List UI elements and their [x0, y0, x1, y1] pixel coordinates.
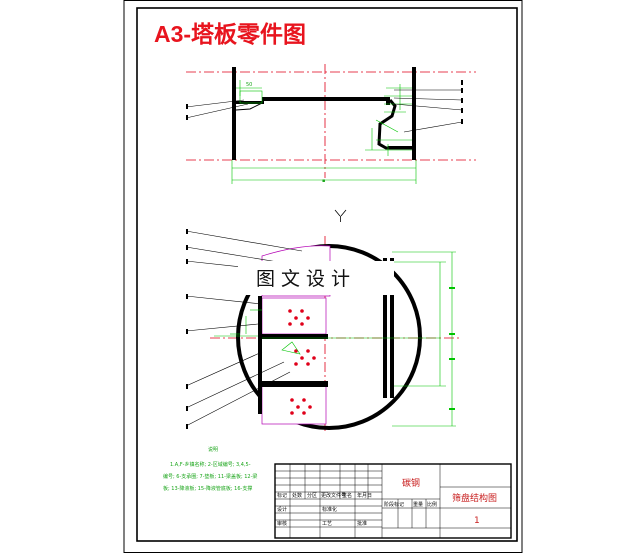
tb-label-approve: 批准 — [357, 520, 367, 527]
beam-upper — [258, 334, 328, 339]
tray-panel-1 — [261, 297, 327, 335]
tb-sheet-number: 1 — [474, 516, 480, 526]
downcomer-plate — [377, 99, 412, 150]
notes-line-3: 板; 13-降液板; 15-降液管底板; 16-支撑 — [163, 485, 252, 492]
view-label-y — [334, 209, 347, 222]
shell-wall-right — [412, 67, 416, 160]
plan-view — [185, 229, 462, 434]
tb-label-count: 处数 — [292, 492, 302, 499]
plan-dimensions — [214, 251, 456, 427]
notes-line-2: 编号; 6-支承圈; 7-垫板; 11-梁盖板; 12-梁 — [163, 473, 257, 480]
tb-label-review: 审核 — [277, 520, 287, 527]
title-block-frame — [274, 463, 512, 539]
tb-label-mark: 标记 — [277, 492, 287, 499]
tb-label-zone: 分区 — [307, 492, 317, 499]
beam-vertical-left — [258, 296, 262, 414]
section-balloons — [186, 80, 463, 124]
dim-label-a: 50 — [246, 82, 252, 88]
section-dimensions — [231, 80, 417, 184]
tb-drawing-name: 筛盘结构图 — [452, 492, 497, 504]
watermark: 图文设计 — [238, 261, 394, 295]
drawing-title: A3-塔板零件图 — [154, 21, 306, 47]
dim-label-b: ▪ — [322, 178, 325, 184]
tb-label-stage: 阶段标记 — [384, 501, 404, 508]
tb-label-design: 设计 — [277, 506, 287, 513]
watermark-bg — [238, 261, 394, 295]
technical-notes: 说明 1.A,F-乡镇名称; 2-区域编号; 3,4,5- 编号; 6-支承圈;… — [163, 446, 257, 492]
section-leaders — [185, 89, 463, 133]
tb-label-sign: 签名 — [342, 492, 352, 499]
support-ring-left — [236, 101, 264, 104]
beam-lower — [258, 381, 328, 387]
sheet-inner-border — [136, 7, 518, 542]
tray-plate — [262, 97, 388, 101]
tb-label-scale: 比例 — [427, 501, 437, 508]
tb-material: 碳钢 — [402, 477, 420, 489]
shell-wall-left — [232, 67, 236, 160]
notes-line-1: 1.A,F-乡镇名称; 2-区域编号; 3,4,5- — [170, 461, 251, 468]
title-block: 标记 处数 分区 更改文件号 签名 年月日 设计 标准化 阶段标记 重量 比例 … — [274, 463, 512, 539]
section-view: 50 ▪ — [185, 64, 476, 184]
weir-right — [386, 97, 390, 105]
watermark-text: 图文设计 — [256, 268, 356, 290]
downcomer-wall-1 — [383, 258, 387, 398]
tb-label-weight: 重量 — [413, 501, 423, 508]
tb-label-standard: 标准化 — [322, 506, 337, 513]
tb-label-date: 年月日 — [357, 492, 372, 499]
downcomer-wall-2 — [390, 258, 394, 398]
title-block-grid — [275, 464, 511, 538]
hole-pattern — [288, 309, 316, 415]
tray-panel-3 — [261, 385, 327, 425]
plan-balloons — [186, 229, 188, 429]
tb-label-change-doc: 更改文件号 — [321, 492, 346, 499]
notes-heading: 说明 — [208, 446, 218, 453]
plan-dim-ticks — [449, 287, 455, 410]
tb-label-process: 工艺 — [322, 521, 332, 527]
downcomer-bottom-plate — [388, 146, 412, 149]
sheet-outer-border — [123, 0, 523, 553]
weir-left — [235, 102, 263, 111]
